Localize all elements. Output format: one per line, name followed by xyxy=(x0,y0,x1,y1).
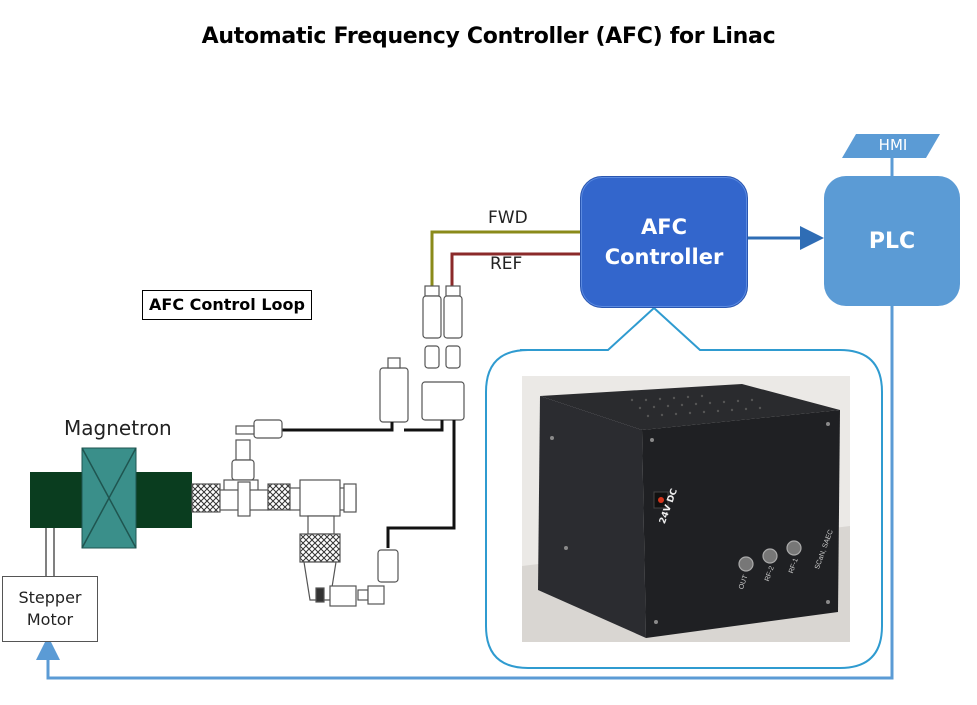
afc-label-line1: AFC xyxy=(640,215,687,239)
coax-cable-2 xyxy=(404,420,444,432)
afc-hardware-photo: 24V DC OUT RF-2 RF-1 SCaN, SAEC xyxy=(522,376,850,642)
hmi-label: HMI xyxy=(878,136,908,154)
coupler-adapters xyxy=(379,285,465,423)
coax-cable-1 xyxy=(282,422,394,432)
fwd-cable xyxy=(430,230,580,292)
magnetron-right-pole xyxy=(136,472,192,528)
afc-label-line2: Controller xyxy=(604,245,724,269)
photo-callout xyxy=(485,306,883,669)
afc-enclosure-drawing xyxy=(522,376,850,642)
diagram-title: Automatic Frequency Controller (AFC) for… xyxy=(201,24,776,49)
rf-probe xyxy=(223,419,283,495)
hmi-box xyxy=(842,134,940,158)
plc-box: PLC xyxy=(824,176,960,306)
control-loop-label: AFC Control Loop xyxy=(142,290,312,320)
ref-cable xyxy=(450,252,580,292)
plc-label: PLC xyxy=(868,228,916,254)
waveguide-assembly xyxy=(191,479,399,607)
afc-controller-box: AFC Controller xyxy=(580,176,748,308)
magnetron-core xyxy=(81,447,137,549)
magnetron-left-pole xyxy=(30,472,82,528)
coax-cable-3 xyxy=(386,420,456,548)
ref-label: REF xyxy=(490,254,523,274)
stepper-label-line1: Stepper xyxy=(18,588,82,607)
feedback-line xyxy=(36,306,894,680)
stepper-label-line2: Motor xyxy=(26,610,74,629)
stepper-motor-box: Stepper Motor xyxy=(2,576,98,642)
magnetron-label: Magnetron xyxy=(64,416,172,440)
fwd-label: FWD xyxy=(488,208,528,228)
